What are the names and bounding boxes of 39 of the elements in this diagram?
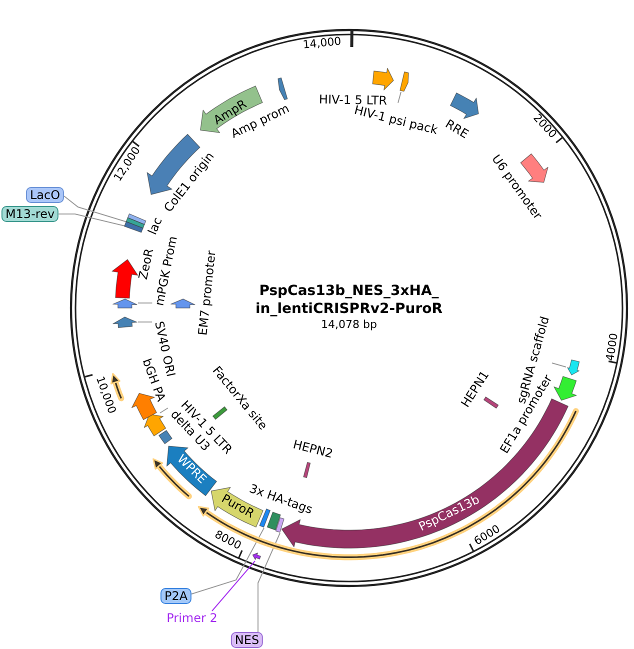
feature-tag: P2A bbox=[160, 588, 192, 604]
feature-mark bbox=[302, 461, 311, 479]
feature-tag: M13-rev bbox=[1, 206, 59, 222]
map-feature bbox=[111, 258, 139, 299]
primer-label: Primer 2 bbox=[166, 611, 218, 625]
feature-label: EM7 promoter bbox=[196, 250, 218, 336]
leader-line bbox=[160, 408, 168, 414]
map-title: PspCas13b_NES_3xHA_ in_lentiCRISPRv2-PuroR bbox=[254, 282, 444, 318]
map-feature bbox=[449, 92, 480, 120]
leader-line bbox=[258, 532, 280, 632]
feature-mark bbox=[125, 217, 145, 229]
leader-line bbox=[58, 214, 126, 226]
leader-line bbox=[552, 362, 566, 368]
tick-label: 14,000 bbox=[302, 34, 342, 52]
feature-tag: LacO bbox=[26, 187, 64, 203]
feature-label: HEPN2 bbox=[292, 437, 334, 461]
map-feature bbox=[252, 552, 262, 561]
map-feature bbox=[371, 67, 395, 91]
leader-line bbox=[191, 528, 264, 594]
map-feature bbox=[277, 77, 289, 101]
map-feature bbox=[112, 316, 138, 329]
feature-label: RRE bbox=[443, 116, 471, 142]
leader-line bbox=[398, 92, 402, 104]
leader-line bbox=[212, 560, 256, 612]
tick-label: 8000 bbox=[212, 528, 244, 552]
feature-tag: NES bbox=[230, 632, 264, 648]
feature-label: lac bbox=[145, 215, 165, 237]
feature-mark bbox=[158, 429, 173, 445]
map-feature bbox=[553, 375, 578, 401]
map-feature bbox=[170, 298, 196, 309]
sequence-length: 14,078 bp bbox=[321, 318, 377, 332]
map-feature bbox=[143, 413, 167, 437]
map-feature bbox=[210, 486, 264, 528]
leader-line bbox=[64, 196, 128, 222]
map-feature bbox=[112, 298, 138, 309]
map-feature bbox=[566, 359, 580, 376]
tick-label: 4000 bbox=[604, 332, 620, 362]
leader-line bbox=[138, 302, 153, 304]
map-feature bbox=[399, 71, 410, 92]
